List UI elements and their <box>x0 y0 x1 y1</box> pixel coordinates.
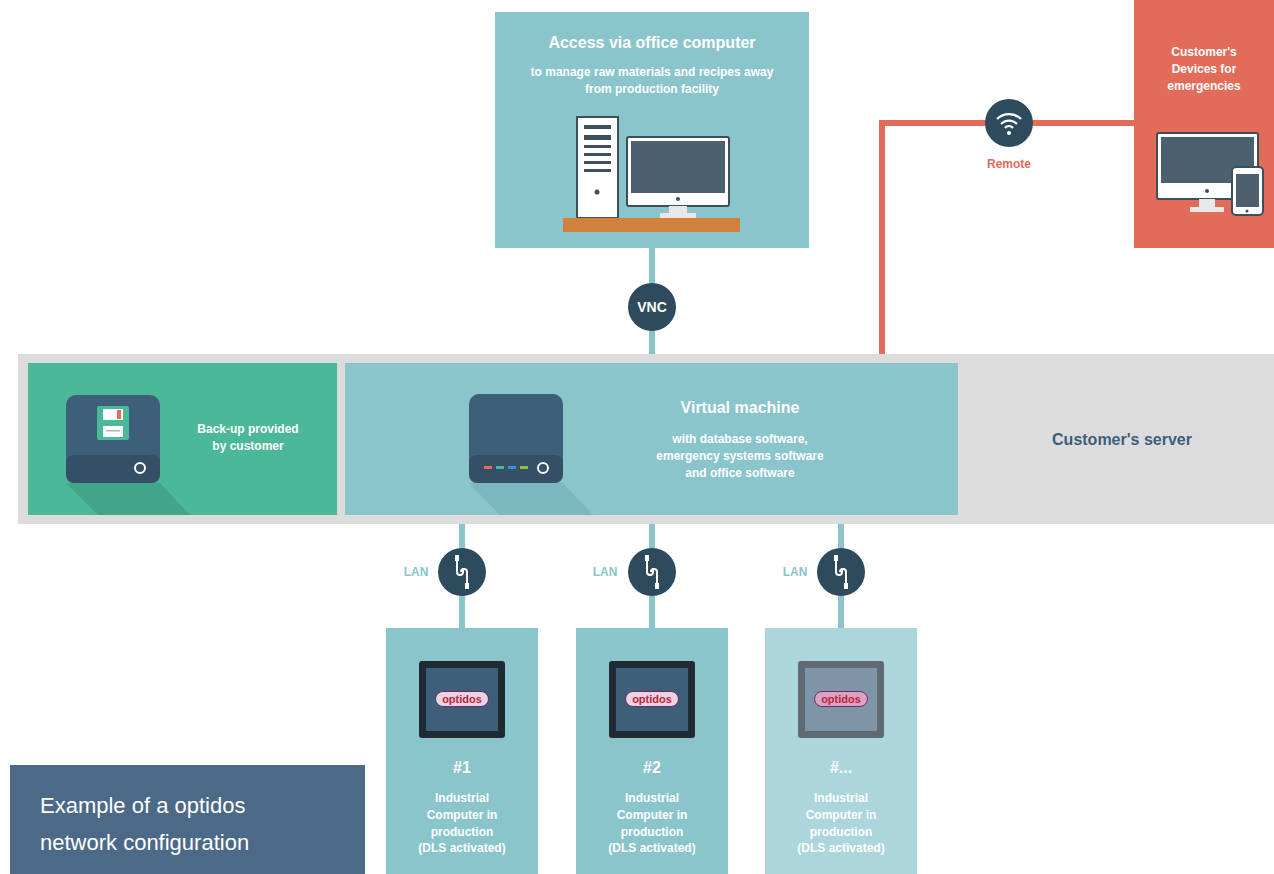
connector-line <box>459 515 465 628</box>
connector-line <box>649 515 655 628</box>
band-label: Customer's server <box>1032 429 1212 451</box>
box-heading: Virtual machine <box>630 397 850 419</box>
office-computer <box>563 117 740 232</box>
computer-box: #1Industrial Computer in production (DLS… <box>386 628 538 874</box>
devices-box: Customer's Devices for emergencies <box>1134 0 1274 248</box>
computer-description: Industrial Computer in production (DLS a… <box>606 790 698 857</box>
lan-symbols <box>438 548 865 596</box>
computer-description: Industrial Computer in production (DLS a… <box>416 790 508 857</box>
computer-box: #2Industrial Computer in production (DLS… <box>576 628 728 874</box>
vm-drive <box>469 394 593 515</box>
edge-label: Remote <box>987 157 1031 171</box>
connector-line <box>838 515 844 628</box>
office-box: Access via office computer to manage raw … <box>495 12 809 248</box>
connector-line <box>882 123 1134 363</box>
industrial-screens <box>419 661 884 738</box>
logo-label: optidos <box>435 691 489 707</box>
computer-number: #... <box>781 757 901 779</box>
diagram-title: Example of a optidos network configurati… <box>40 787 305 861</box>
backup-drive <box>66 395 190 515</box>
box-heading: Customer's Devices for emergencies <box>1149 44 1259 94</box>
logo-label: optidos <box>814 691 868 707</box>
title-box: Example of a optidos network configurati… <box>10 765 365 874</box>
edge-label: LAN <box>783 565 808 579</box>
edge-label: VNC <box>637 299 667 315</box>
lan-plug-symbol <box>817 548 865 596</box>
computer-box: #... Industrial Computer in production (D… <box>765 628 917 874</box>
edge-label: LAN <box>593 565 618 579</box>
computer-number: #2 <box>592 757 712 779</box>
emergency-devices <box>1157 133 1263 215</box>
lan-plug-symbol <box>438 548 486 596</box>
computer-number: #1 <box>402 757 522 779</box>
vm-box: Virtual machine with database software, e… <box>345 363 958 515</box>
lan-plug-symbol <box>628 548 676 596</box>
edge-label: LAN <box>404 565 429 579</box>
server-band: Customer's server Back-up provided by cus… <box>18 354 1274 524</box>
box-body: to manage raw materials and recipes away… <box>527 64 777 98</box>
vnc-badge <box>628 283 676 331</box>
box-body: with database software, emergency system… <box>645 431 835 481</box>
box-heading: Access via office computer <box>507 32 797 54</box>
logo-label: optidos <box>625 691 679 707</box>
computer-description: Industrial Computer in production (DLS a… <box>795 790 887 857</box>
wifi-symbol <box>985 99 1033 147</box>
backup-box: Back-up provided by customer <box>28 363 337 515</box>
box-heading: Back-up provided by customer <box>192 421 304 455</box>
